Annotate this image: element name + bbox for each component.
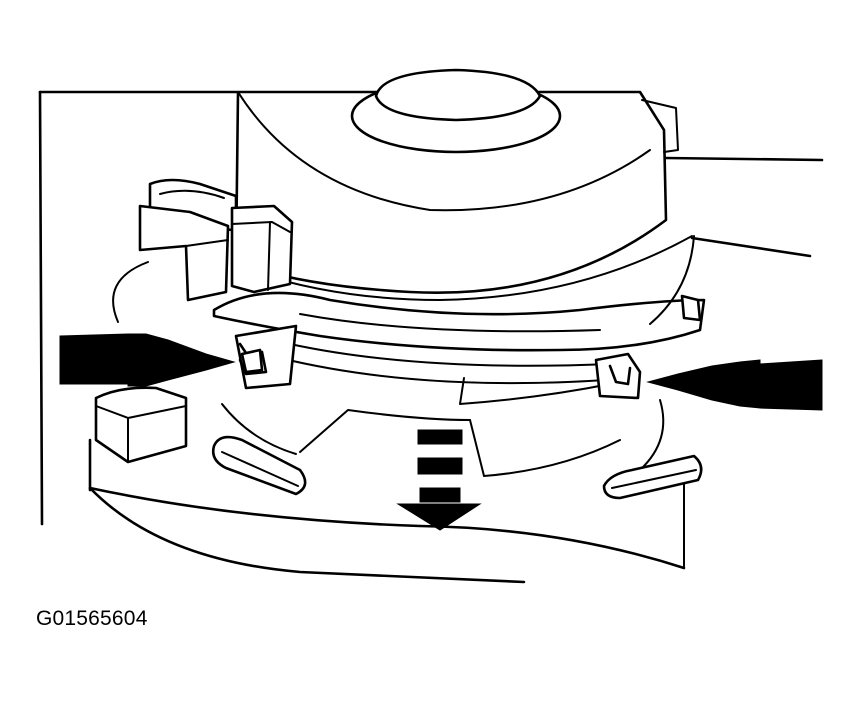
slot-left <box>211 435 307 496</box>
lower-bracket-block <box>94 386 188 464</box>
dashed-arrow-down-icon <box>396 429 482 531</box>
figure-identifier: G01565604 <box>36 607 148 630</box>
slot-right <box>602 454 703 500</box>
dash-1 <box>417 429 463 445</box>
motor-housing-cap <box>234 68 693 301</box>
housing-frame <box>38 90 824 584</box>
locking-tab-right <box>594 352 642 400</box>
electrical-connector <box>138 178 294 302</box>
motor-base-ring <box>212 235 706 405</box>
dash-3 <box>419 487 461 503</box>
locking-tab-left <box>234 324 298 390</box>
mounting-slots <box>211 435 703 500</box>
dash-2 <box>417 457 463 475</box>
arrow-left-icon <box>646 359 823 411</box>
arrow-head-down <box>396 503 482 531</box>
mounting-plate <box>88 409 686 570</box>
arrow-right-icon <box>59 333 236 387</box>
